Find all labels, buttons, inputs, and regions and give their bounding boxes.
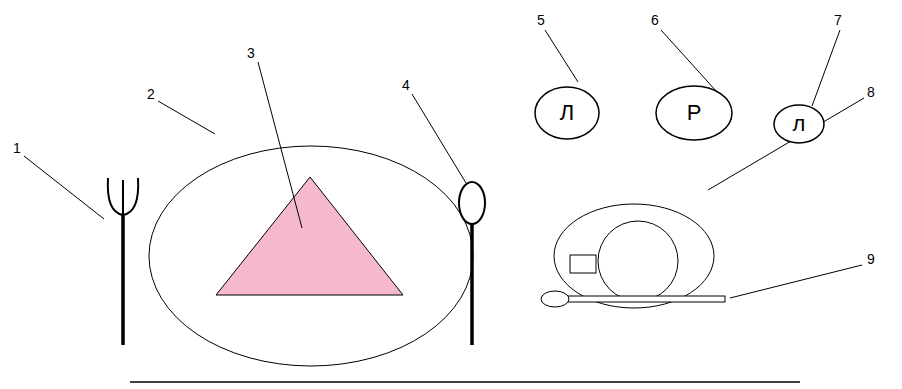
circle-letter: Л xyxy=(560,102,574,124)
callout-number: 9 xyxy=(866,252,876,266)
callout-number: 1 xyxy=(12,141,22,155)
callout-number: 8 xyxy=(866,85,876,99)
letter-circle: л xyxy=(773,104,825,144)
callout-number: 3 xyxy=(246,46,256,60)
spoon xyxy=(459,182,485,345)
callout-number: 2 xyxy=(146,87,156,101)
letter-circle: Л xyxy=(534,86,600,140)
napkin xyxy=(216,177,403,295)
table-edge xyxy=(130,381,800,383)
circle-letter: л xyxy=(793,113,806,135)
leader-lines xyxy=(24,30,864,298)
callout-number: 7 xyxy=(833,13,843,27)
callout-number: 5 xyxy=(536,13,546,27)
letter-circle: Р xyxy=(655,85,733,141)
plate xyxy=(149,146,473,366)
callout-number: 6 xyxy=(650,13,660,27)
callout-number: 4 xyxy=(401,78,411,92)
cup-and-saucer xyxy=(554,204,714,308)
fork xyxy=(108,178,138,345)
circle-letter: Р xyxy=(687,102,702,124)
teaspoon xyxy=(541,291,725,307)
